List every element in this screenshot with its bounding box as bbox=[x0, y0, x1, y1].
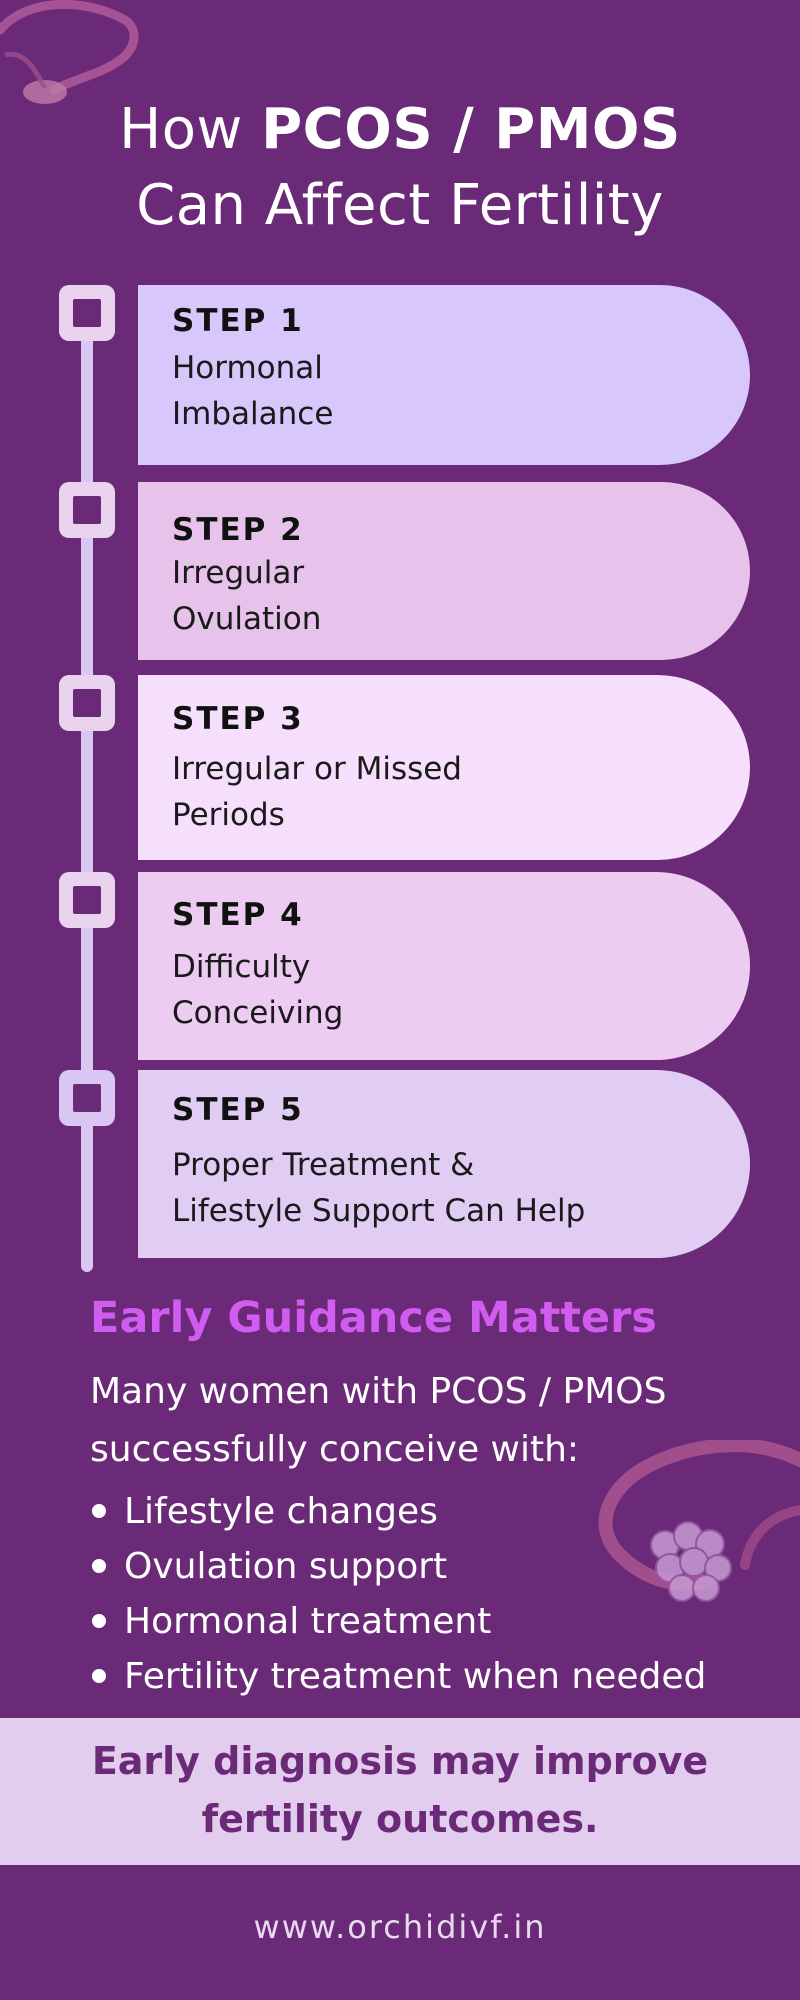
list-item: Lifestyle changes bbox=[90, 1484, 706, 1539]
uterus-ovary-icon bbox=[598, 1440, 800, 1602]
bullet-icon bbox=[92, 1669, 106, 1683]
conclusion-banner: Early diagnosis may improve fertility ou… bbox=[0, 1718, 800, 1865]
guidance-heading: Early Guidance Matters bbox=[90, 1293, 657, 1343]
step-desc-line1: Difficulty bbox=[172, 949, 311, 985]
list-item-text: Hormonal treatment bbox=[124, 1601, 492, 1642]
step-desc-line1: Irregular or Missed bbox=[172, 751, 462, 787]
title-bold: PCOS / PMOS bbox=[261, 97, 681, 162]
guidance-list: Lifestyle changes Ovulation support Horm… bbox=[90, 1484, 706, 1704]
guidance-line1: Many women with PCOS / PMOS bbox=[90, 1371, 667, 1412]
step-card-1: STEP 1 Hormonal Imbalance bbox=[138, 285, 750, 465]
step-label: STEP 4 bbox=[172, 897, 304, 933]
bullet-icon bbox=[92, 1614, 106, 1628]
step-desc-line2: Conceiving bbox=[172, 995, 344, 1031]
step-label: STEP 3 bbox=[172, 701, 304, 737]
step-desc-line2: Lifestyle Support Can Help bbox=[172, 1193, 586, 1229]
step-3-marker bbox=[59, 675, 115, 731]
step-desc-line2: Ovulation bbox=[172, 601, 322, 637]
step-desc-line1: Hormonal bbox=[172, 350, 323, 386]
step-label: STEP 5 bbox=[172, 1092, 304, 1128]
step-2-marker bbox=[59, 482, 115, 538]
list-item: Fertility treatment when needed bbox=[90, 1649, 706, 1704]
step-desc-line2: Imbalance bbox=[172, 396, 334, 432]
uterus-ovary-icon bbox=[0, 0, 139, 104]
step-4-marker bbox=[59, 872, 115, 928]
step-card-2: STEP 2 Irregular Ovulation bbox=[138, 482, 750, 660]
guidance-text: Many women with PCOS / PMOS successfully… bbox=[90, 1363, 770, 1479]
step-5-marker bbox=[59, 1070, 115, 1126]
step-card-3: STEP 3 Irregular or Missed Periods bbox=[138, 675, 750, 860]
list-item-text: Lifestyle changes bbox=[124, 1491, 438, 1532]
list-item: Ovulation support bbox=[90, 1539, 706, 1594]
list-item: Hormonal treatment bbox=[90, 1594, 706, 1649]
timeline-line bbox=[81, 300, 93, 1272]
banner-line2: fertility outcomes. bbox=[201, 1797, 599, 1841]
list-item-text: Ovulation support bbox=[124, 1546, 448, 1587]
title-prefix: How bbox=[119, 97, 262, 162]
step-label: STEP 1 bbox=[172, 303, 304, 339]
step-desc-line2: Periods bbox=[172, 797, 285, 833]
step-label: STEP 2 bbox=[172, 512, 304, 548]
step-desc-line1: Proper Treatment & bbox=[172, 1147, 475, 1183]
step-card-5: STEP 5 Proper Treatment & Lifestyle Supp… bbox=[138, 1070, 750, 1258]
step-desc-line1: Irregular bbox=[172, 555, 305, 591]
list-item-text: Fertility treatment when needed bbox=[124, 1656, 707, 1697]
website-link[interactable]: www.orchidivf.in bbox=[253, 1908, 547, 1946]
page-title: How PCOS / PMOS Can Affect Fertility bbox=[0, 92, 800, 244]
guidance-line2: successfully conceive with: bbox=[90, 1429, 580, 1470]
step-card-4: STEP 4 Difficulty Conceiving bbox=[138, 872, 750, 1060]
step-1-marker bbox=[59, 285, 115, 341]
bullet-icon bbox=[92, 1559, 106, 1573]
banner-line1: Early diagnosis may improve bbox=[91, 1739, 709, 1783]
title-line2: Can Affect Fertility bbox=[136, 173, 664, 238]
bullet-icon bbox=[92, 1504, 106, 1518]
